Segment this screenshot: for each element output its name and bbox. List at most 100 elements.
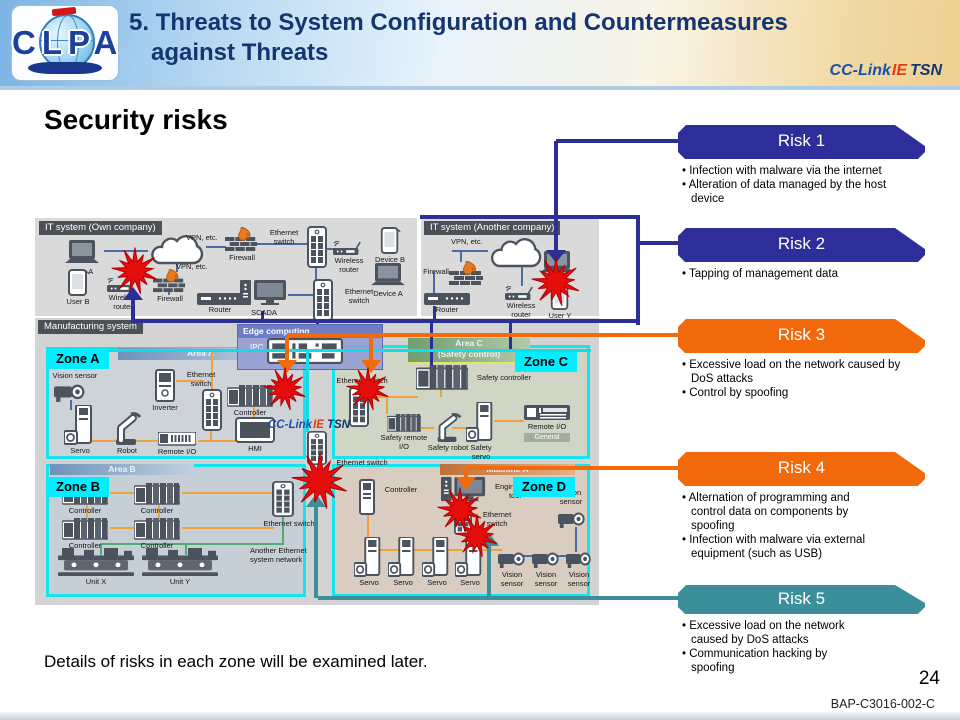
device-label: Servo [70,446,90,455]
device-label: Controller [140,506,174,515]
connector-line [206,246,226,248]
switch-icon [307,226,327,268]
device-label: Servo [460,578,480,587]
clpa-logo-text: CLPA [12,24,124,61]
connector-line [158,505,160,519]
risk-title: Risk 3 [777,325,826,344]
remoteiod-icon [524,405,570,421]
zone-label-zone-b: Zone B [47,477,110,497]
risk-arrow-down-icon [546,250,566,263]
page-title: Security risks [44,104,228,135]
connector-line [176,262,178,272]
connector-line [326,248,334,250]
risk-connector-line [554,141,558,251]
connector-line [414,427,434,429]
device-label: Vision sensor [500,570,524,588]
connector-line [386,398,388,414]
connector-line [104,250,148,252]
plc-icon [386,414,422,432]
risk-5-bullets: Excessive load on the network caused by … [682,619,868,675]
switch-icon [313,279,333,321]
risk-connector-line [464,470,468,478]
cloud-icon [486,237,544,269]
device-label: Ethernet switch [344,287,374,305]
risk-connector-line [314,507,318,598]
device-label: Router [435,305,459,314]
risk-connector-line [420,215,636,219]
device-label: Wireless router [334,256,364,274]
document-code: BAP-C3016-002-C [830,697,935,711]
device-label: Vision sensor [534,570,558,588]
device-label: Safety controller [476,373,532,382]
risk-arrow-up-icon [123,287,143,300]
cclink-diagram-part2: IE [313,419,324,431]
area-label: Area C [455,338,483,348]
vision-icon [498,551,526,569]
risk-connector-line [131,319,640,323]
connector-line [521,267,523,286]
device-label: Inverter [152,403,178,412]
device-label: Controller [68,506,102,515]
connector-line [315,266,317,280]
risk-arrow-down-icon [277,360,297,373]
connector-line [367,515,369,539]
plc-icon [226,385,274,407]
risk-bullet: Tapping of management data [682,267,924,281]
tablet-icon [66,268,90,296]
connector-line [433,272,435,293]
device-label: Safety remote I/O [380,433,428,451]
risk-connector-line [287,333,678,337]
router-icon [424,292,470,305]
explosion-icon [455,514,499,563]
cclink-logo-part1: CC-Link [829,62,891,79]
risk-connector-line [556,139,678,143]
switch-icon [307,431,327,465]
device-label: Robot [116,446,137,455]
connector-line [494,420,524,422]
plc-icon [61,518,109,540]
risk-4-title-bar: Risk 4 [678,452,925,486]
device-label: Ethernet switch [269,228,299,246]
connector-line [70,400,72,410]
risk-connector-line [487,546,491,598]
connector-line [440,389,442,397]
risk-bullet: Control by spoofing [682,386,910,400]
risk-title: Risk 4 [777,458,826,477]
robot-icon [432,412,464,442]
device-label: Vision sensor [567,570,591,588]
connector-line [110,492,138,494]
region-label-1: IT system (Another company) [424,221,561,235]
risk-1-title-bar: Risk 1 [678,125,925,159]
device-label: Vision sensor [52,371,98,380]
hmi-icon [235,417,275,443]
device-label: Servo [359,578,379,587]
cloud-icon [146,234,206,266]
servo-icon [421,536,452,577]
risk-connector-line [285,337,289,361]
footnote-text: Details of risks in each zone will be ex… [44,652,428,671]
device-label: Controller [384,485,418,494]
device-label: Safety servo [470,443,492,461]
device-label: Controller [233,408,267,417]
device-label: Unit Y [169,577,191,586]
slide-title: 5. Threats to System Configuration and C… [129,8,909,68]
connector-line [288,294,314,296]
explosion-icon [531,257,581,312]
connector-line [198,440,238,442]
router-icon [197,292,243,305]
firewall-icon [153,268,187,293]
device-label: SCADA [251,308,277,317]
slide-title-line2: against Threats [151,39,329,66]
connector-line [433,306,436,320]
explosion-icon [111,247,159,300]
risk-bullet: Infection with malware via external equi… [682,533,874,561]
risk-3-title-bar: Risk 3 [678,319,925,353]
device-label: Servo [427,578,447,587]
cclink-logo-part3: TSN [910,62,942,79]
device-label: Safety robot [427,443,469,452]
device-label: Wireless router [506,301,536,319]
firewall-icon [225,226,259,252]
